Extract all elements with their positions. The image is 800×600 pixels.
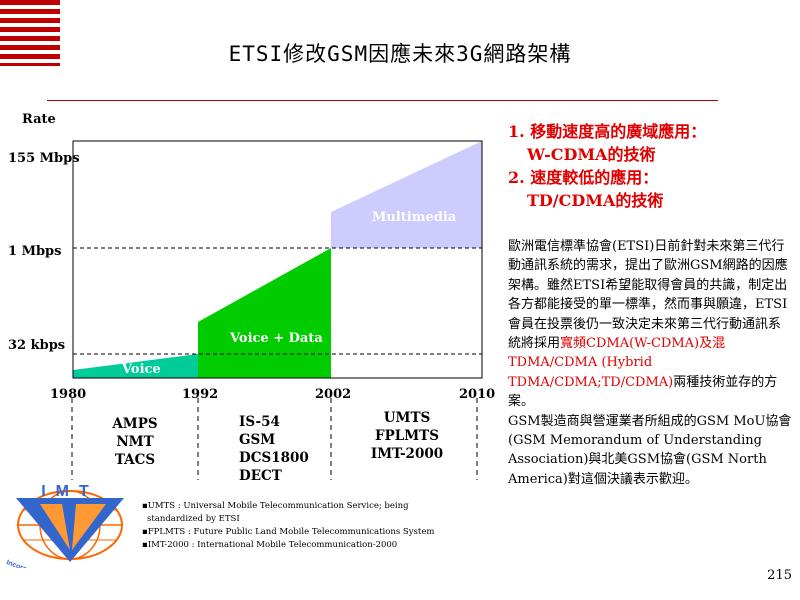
region-label-voice: Voice	[122, 362, 161, 377]
y-tick: 155 Mbps	[8, 151, 80, 166]
description-text: 歐洲電信標準協會(ETSI)日前針對未來第三代行動通訊系統的需求，提出了歐洲GS…	[508, 239, 792, 487]
slide-title: ETSI修改GSM因應未來3G網路架構	[228, 42, 572, 66]
application-headings: 1. 移動速度高的廣域應用：W-CDMA的技術 2. 速度較低的應用：TD/CD…	[508, 122, 707, 210]
voice-data-region	[198, 248, 331, 378]
x-tick: 1980	[50, 387, 87, 402]
page-number: 215	[767, 568, 792, 583]
y-tick: 32 kbps	[8, 338, 66, 353]
y-tick: 1 Mbps	[8, 244, 62, 259]
imt-logo: IMT Incorporating	[5, 483, 124, 568]
acronym-notes: ▪UMTS : Universal Mobile Telecommunicati…	[142, 501, 435, 550]
voice-region	[73, 354, 198, 378]
multimedia-region	[331, 141, 482, 248]
svg-text:Incorporating: Incorporating	[5, 559, 50, 568]
plot-frame	[72, 140, 483, 379]
region-label-voice-data: Voice + Data	[230, 331, 323, 346]
decorative-stripes	[0, 0, 60, 66]
region-label-multimedia: Multimedia	[372, 210, 457, 225]
title-divider	[47, 100, 718, 101]
svg-text:IMT: IMT	[41, 483, 99, 500]
x-tick: 2010	[459, 387, 496, 402]
y-axis-label: Rate	[22, 112, 56, 127]
rate-chart	[71, 140, 483, 480]
x-tick: 2002	[315, 387, 352, 402]
x-tick: 1992	[182, 387, 219, 402]
